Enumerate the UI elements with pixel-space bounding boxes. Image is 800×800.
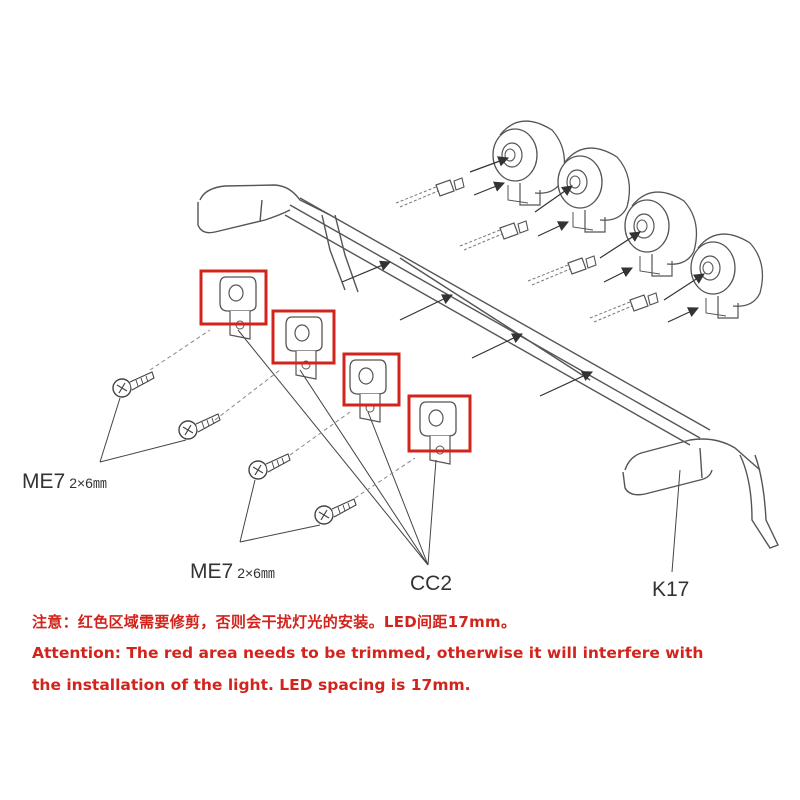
part-code: ME7 [22, 470, 66, 493]
clip-4 [419, 401, 457, 465]
lamp-bolt [589, 292, 659, 323]
trim-box-1 [199, 269, 268, 326]
part-size: 2×6㎜ [237, 565, 275, 581]
screw-4 [314, 498, 357, 525]
lamp-1 [492, 120, 566, 206]
trim-highlights [199, 269, 472, 453]
note-english-line-1: Attention: The red area needs to be trim… [32, 644, 704, 662]
label-bar: K17 [652, 578, 690, 601]
clip-2 [285, 316, 323, 380]
note-english-line-2: the installation of the light. LED spaci… [32, 676, 471, 694]
screw-3 [248, 453, 291, 480]
leader-lines [99, 329, 681, 573]
clip-1 [219, 276, 257, 340]
trim-box-4 [407, 394, 472, 453]
part-code: ME7 [190, 560, 234, 583]
lamp-bolt [395, 177, 465, 208]
trim-box-3 [342, 352, 401, 407]
lamp-bolt [527, 255, 597, 286]
lamp-2 [557, 147, 631, 233]
label-clip: CC2 [410, 572, 453, 595]
lamp-bolt [459, 220, 529, 251]
lamp-3 [624, 191, 698, 277]
screw-2 [178, 413, 221, 440]
trim-box-2 [271, 309, 336, 365]
part-size: 2×6㎜ [69, 475, 107, 491]
assembly-arrows [341, 156, 705, 397]
screw-1 [112, 371, 155, 398]
note-chinese: 注意：红色区域需要修剪，否则会干扰灯光的安装。LED间距17mm。 [32, 613, 517, 631]
light-bar-frame [197, 184, 779, 549]
